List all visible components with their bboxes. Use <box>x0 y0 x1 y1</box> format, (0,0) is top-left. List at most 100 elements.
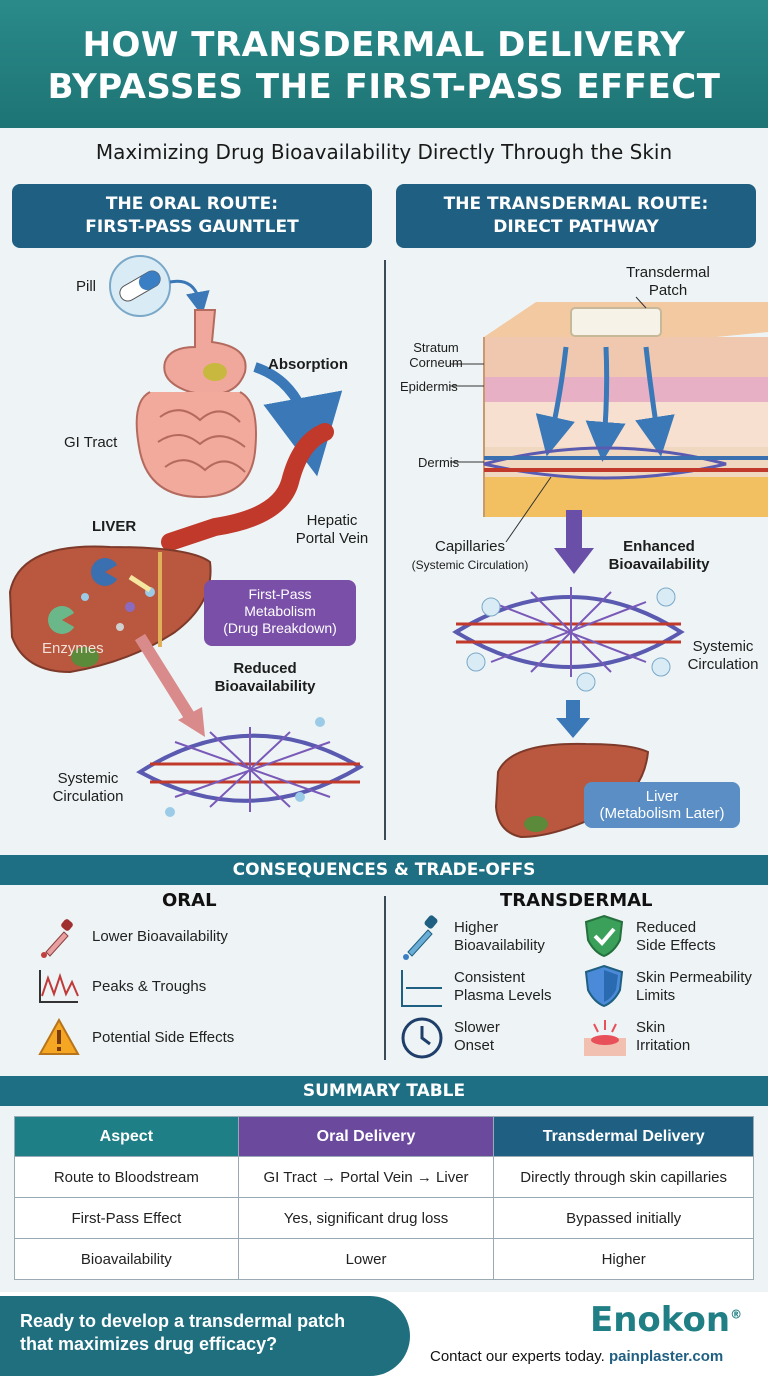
capillaries-line-2: (Systemic Circulation) <box>411 558 529 572</box>
transdermal-item-5: Slower Onset <box>454 1019 500 1055</box>
oral-consequences-title: ORAL <box>162 890 217 911</box>
page-title: HOW TRANSDERMAL DELIVERY BYPASSES THE FI… <box>0 0 768 108</box>
table-row: Route to Bloodstream GI Tract → Portal V… <box>14 1156 754 1198</box>
table-cell: Higher <box>493 1238 754 1280</box>
dropper-red-icon <box>41 919 73 958</box>
table-cell: Yes, significant drug loss <box>237 1197 495 1239</box>
transdermal-header-line-2: DIRECT PATHWAY <box>493 217 659 237</box>
enzyme-icon-1 <box>91 558 119 586</box>
shield-check-icon <box>584 914 624 958</box>
patch-icon <box>570 307 662 337</box>
oral-systemic-line-2: Circulation <box>52 788 124 805</box>
brand-logo: Enokon® <box>590 1300 742 1340</box>
hepatic-label-line-1: Hepatic <box>306 512 358 529</box>
transdermal-systemic-line-1: Systemic <box>692 638 754 655</box>
stratum-corneum-label: Stratum Corneum <box>402 340 470 370</box>
patch-line-1: Transdermal <box>626 264 710 281</box>
summary-header-row: Aspect Oral Delivery Transdermal Deliver… <box>14 1116 754 1157</box>
td5-l1: Slower <box>454 1019 500 1036</box>
cta-line-1: Ready to develop a transdermal patch <box>20 1311 346 1331</box>
td1-l2: Bioavailability <box>454 937 545 954</box>
reduced-bioavailability-label: Reduced Bioavailability <box>206 660 324 696</box>
patch-line-2: Patch <box>648 282 688 299</box>
summary-table: Aspect Oral Delivery Transdermal Deliver… <box>14 1116 754 1280</box>
reduced-line-2: Bioavailability <box>214 678 316 695</box>
oral-item-3: Potential Side Effects <box>92 1029 235 1046</box>
page-header: HOW TRANSDERMAL DELIVERY BYPASSES THE FI… <box>0 0 768 128</box>
skin-irritation-icon <box>584 1020 626 1056</box>
capillaries-label: Capillaries (Systemic Circulation) <box>404 538 536 574</box>
oral-item-1: Lower Bioavailability <box>92 928 228 945</box>
pill-icon <box>109 255 171 317</box>
table-cell: Route to Bloodstream <box>14 1156 239 1198</box>
website-link[interactable]: painplaster.com <box>609 1348 724 1365</box>
stratum-line-2: Corneum <box>409 355 463 370</box>
cta-line-2: that maximizes drug efficacy? <box>20 1334 278 1354</box>
transdermal-item-3: Consistent Plasma Levels <box>454 969 552 1005</box>
systemic-circulation-label-oral: Systemic Circulation <box>40 770 136 806</box>
liver-box-line-2: (Metabolism Later) <box>599 805 725 822</box>
liver-label: LIVER <box>92 518 137 535</box>
stomach-icon <box>163 309 247 396</box>
warning-icon <box>38 1018 80 1055</box>
enzymes-label: Enzymes <box>42 640 104 657</box>
td2-l1: Reduced <box>636 919 697 936</box>
td1-l1: Higher <box>454 919 499 936</box>
transdermal-item-4: Skin Permeability Limits <box>636 969 752 1005</box>
transdermal-header-line-1: THE TRANSDERMAL ROUTE: <box>443 194 709 214</box>
stratum-line-1: Stratum <box>413 340 459 355</box>
systemic-circulation-label-transdermal: Systemic Circulation <box>680 638 766 674</box>
metabolism-line-2: Metabolism <box>244 603 316 619</box>
enhanced-bioavailability-label: Enhanced Bioavailability <box>600 538 718 574</box>
title-line-1: HOW TRANSDERMAL DELIVERY <box>82 25 686 65</box>
td3-l2: Plasma Levels <box>454 987 552 1004</box>
absorption-label: Absorption <box>268 356 348 373</box>
table-cell: Lower <box>237 1238 495 1280</box>
contact-text: Contact our experts today. <box>430 1348 605 1365</box>
dropper-blue-icon <box>403 915 438 960</box>
td5-l2: Onset <box>454 1037 495 1054</box>
metabolism-line-1: First-Pass <box>248 586 312 602</box>
transdermal-systemic-line-2: Circulation <box>687 656 759 673</box>
table-cell: Directly through skin capillaries <box>493 1156 754 1198</box>
table-cell: GI Tract → Portal Vein → Liver <box>237 1156 495 1198</box>
gi-tract-label: GI Tract <box>64 434 118 451</box>
header-oral: Oral Delivery <box>237 1116 495 1157</box>
oral-header-line-2: FIRST-PASS GAUNTLET <box>85 217 299 237</box>
systemic-circulation-net-oral <box>136 717 364 817</box>
transdermal-consequences-title: TRANSDERMAL <box>500 890 653 911</box>
liver-metabolism-later-box: Liver (Metabolism Later) <box>584 782 740 828</box>
peaks-troughs-icon <box>39 970 79 1003</box>
first-pass-metabolism-box: First-Pass Metabolism (Drug Breakdown) <box>204 580 356 646</box>
transdermal-item-2: Reduced Side Effects <box>636 919 716 955</box>
table-row: Bioavailability Lower Higher <box>14 1238 754 1280</box>
transdermal-item-1: Higher Bioavailability <box>454 919 545 955</box>
oral-item-2: Peaks & Troughs <box>92 978 207 995</box>
liver-box-line-1: Liver <box>645 788 679 805</box>
dermis-label: Dermis <box>418 455 460 470</box>
consequences-divider <box>384 896 386 1060</box>
hepatic-label-line-2: Portal Vein <box>295 530 369 547</box>
route-divider <box>384 260 386 840</box>
enhanced-line-2: Bioavailability <box>608 556 710 573</box>
page-subtitle: Maximizing Drug Bioavailability Directly… <box>95 140 673 164</box>
td3-l1: Consistent <box>454 969 525 986</box>
brand-name: Enokon <box>590 1300 731 1340</box>
summary-title: SUMMARY TABLE <box>0 1076 768 1106</box>
td2-l2: Side Effects <box>636 937 716 954</box>
systemic-circulation-net-transdermal <box>452 587 685 692</box>
table-cell: First-Pass Effect <box>14 1197 239 1239</box>
oral-header-line-1: THE ORAL ROUTE: <box>105 194 279 214</box>
td6-l1: Skin <box>636 1019 666 1036</box>
table-row: First-Pass Effect Yes, significant drug … <box>14 1197 754 1239</box>
capillaries-line-1: Capillaries <box>434 538 506 555</box>
td4-l1: Skin Permeability <box>636 969 752 986</box>
intestines-icon <box>135 391 257 499</box>
cta-banner[interactable]: Ready to develop a transdermal patch tha… <box>0 1296 410 1376</box>
epidermis-label: Epidermis <box>400 379 458 394</box>
pill-label: Pill <box>76 278 97 295</box>
td4-l2: Limits <box>636 987 676 1004</box>
clock-icon <box>401 1017 443 1059</box>
transdermal-item-6: Skin Irritation <box>636 1019 690 1055</box>
reduced-line-1: Reduced <box>233 660 297 677</box>
